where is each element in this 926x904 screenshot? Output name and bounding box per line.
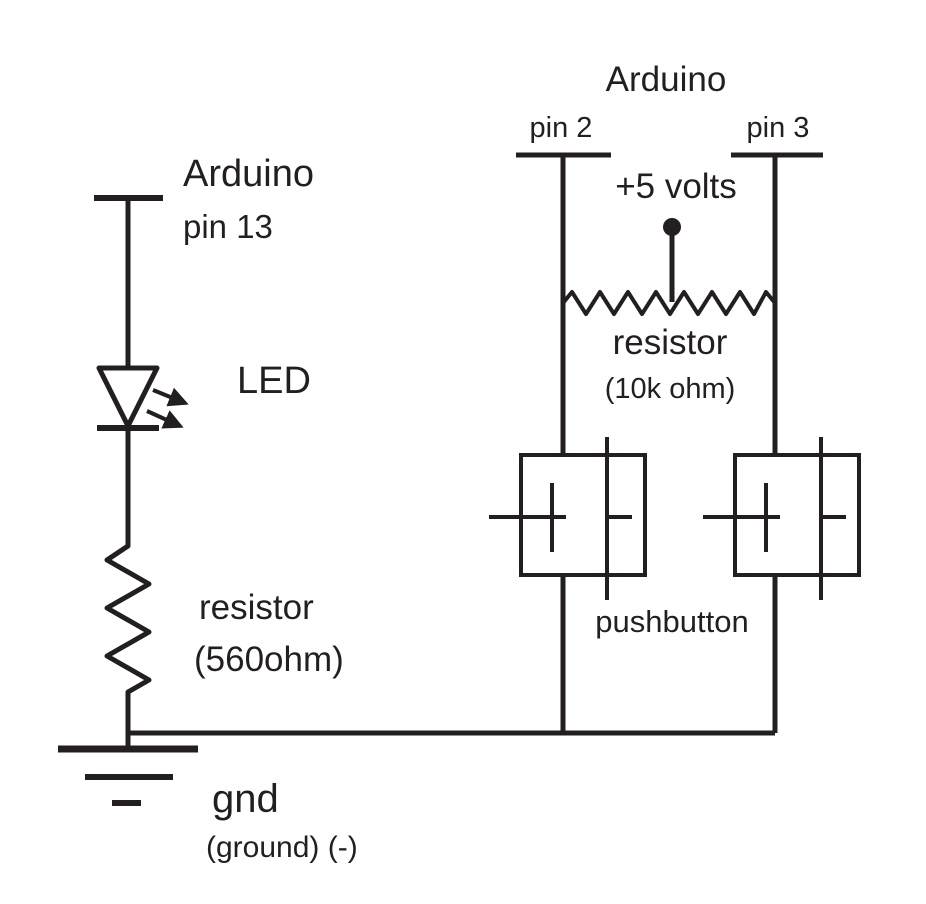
supply-label: +5 volts xyxy=(615,167,737,206)
resistor-560-label: resistor xyxy=(199,588,314,627)
arduino-label-left: Arduino xyxy=(183,153,314,195)
labels: Arduino pin 13 LED resistor (560ohm) gnd… xyxy=(183,60,809,864)
gnd-label: gnd xyxy=(212,777,279,821)
pushbutton-2-symbol xyxy=(703,437,861,600)
pushbutton-label: pushbutton xyxy=(595,604,748,639)
pin13-label: pin 13 xyxy=(183,208,273,245)
led-triangle-symbol xyxy=(96,365,160,429)
led-circuit xyxy=(58,195,775,806)
pin3-label: pin 3 xyxy=(747,112,810,144)
pushbutton-1-symbol xyxy=(489,437,647,600)
pushbutton-circuit xyxy=(489,152,861,733)
led-label: LED xyxy=(237,360,311,402)
pin2-label: pin 2 xyxy=(530,112,593,144)
resistor-10k-label: resistor xyxy=(613,323,728,362)
led-light-arrow-2 xyxy=(146,409,184,429)
resistor-10kohm-symbol xyxy=(561,290,777,316)
resistor-560ohm-symbol xyxy=(104,543,152,695)
resistor-10k-value: (10k ohm) xyxy=(605,373,736,405)
led-light-arrow-1 xyxy=(152,387,189,407)
resistor-560-value: (560ohm) xyxy=(194,640,344,679)
gnd-sublabel: (ground) (-) xyxy=(206,831,358,864)
arduino-label-right: Arduino xyxy=(606,60,727,99)
